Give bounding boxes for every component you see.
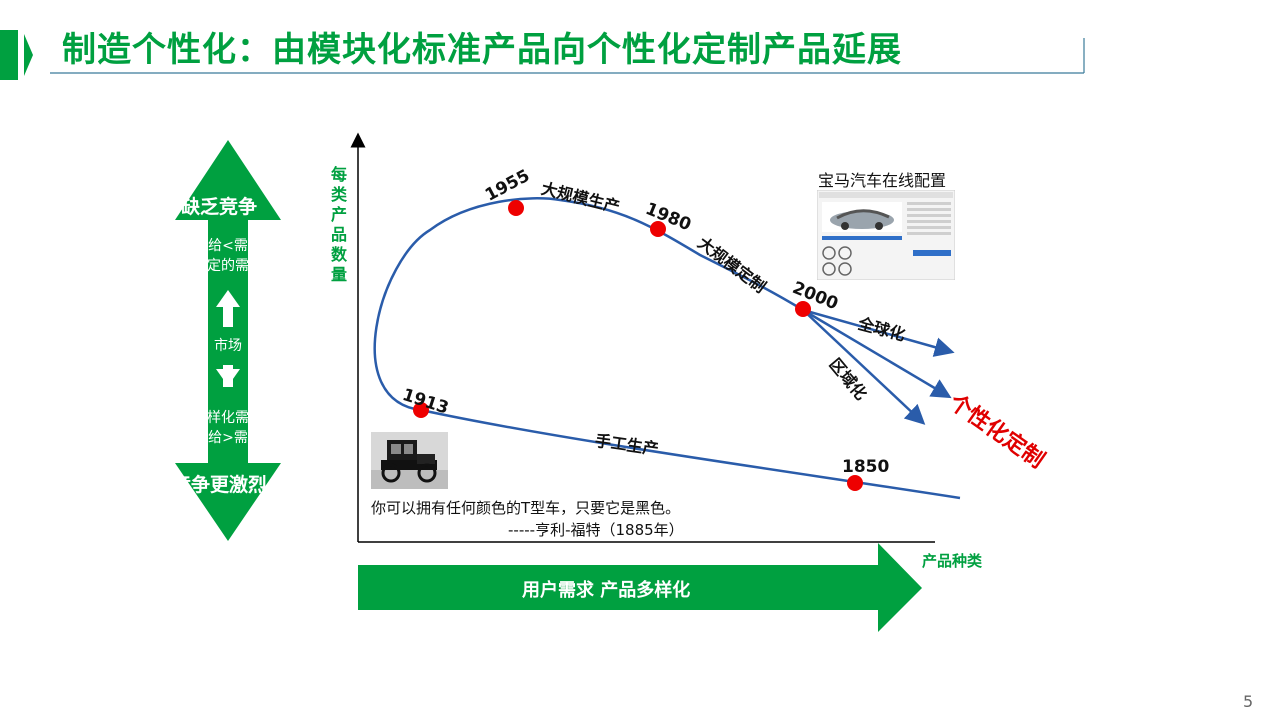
fiercer-competition-label: 竞争更激烈 [172,474,268,496]
point-1980 [650,221,666,237]
point-1850 [847,475,863,491]
stable-demand-text: 稳定的需求 [193,258,263,274]
global-branch [802,308,955,357]
lack-competition-label: 缺乏竞争 [181,196,258,218]
bottom-arrow-label: 用户需求 产品多样化 [522,580,691,601]
y-axis-label: 每类产品数量 [330,165,347,284]
bmw-configurator-title: 宝马汽车在线配置 [818,171,947,190]
title-marker-icon [0,30,33,80]
supply-less-demand-text: 供给<需求 [194,238,262,254]
page-number: 5 [1243,692,1254,711]
ford-quote-line1: 你可以拥有任何颜色的T型车，只要它是黑色。 [371,499,681,517]
market-label: 市场 [214,338,242,354]
point-1955 [508,200,524,216]
model-t-car-image [371,432,448,489]
bmw-configurator-screenshot [817,190,955,280]
mass-production-curve [373,197,804,412]
market-double-arrow [175,140,281,541]
point-2000 [795,301,811,317]
user-demand-arrow [358,543,922,632]
supply-more-demand-text: 供给>需求 [194,430,262,446]
page-title: 制造个性化：由模块化标准产品向个性化定制产品延展 [62,30,902,70]
title-underline [50,38,1085,74]
ford-quote-line2: -----亨利-福特（1885年） [508,521,684,539]
diverse-demand-text: 多样化需求 [193,410,263,426]
regional-branch [802,309,926,425]
craft-production-curve [420,408,961,500]
personal-branch [802,308,952,399]
point-1913 [413,402,429,418]
year-1850: 1850 [842,457,890,477]
x-axis-label: 产品种类 [922,552,983,570]
